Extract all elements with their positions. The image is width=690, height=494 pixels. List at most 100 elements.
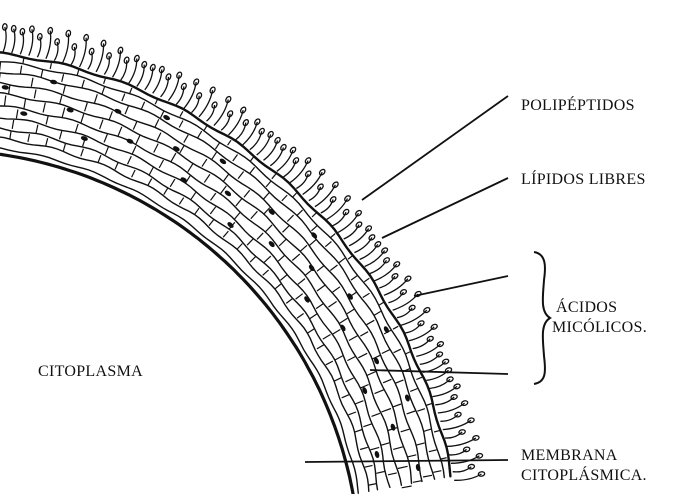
wall-cell-divider: [393, 404, 401, 407]
wall-cell-divider: [198, 131, 202, 138]
wall-cell-divider: [157, 133, 161, 141]
wall-cell-divider: [62, 74, 64, 82]
wall-cell-divider: [342, 395, 349, 398]
wall-cell-divider: [379, 302, 384, 305]
wall-cell-divider: [287, 215, 293, 221]
surface-fiber-tip: [280, 144, 287, 152]
wall-cell-divider: [335, 356, 343, 360]
wall-cell-divider: [272, 174, 276, 179]
wall-cell-divider: [130, 88, 132, 94]
wall-cell-divider: [24, 99, 26, 109]
wall-cell-divider: [360, 332, 368, 336]
wall-granule: [311, 232, 317, 239]
wall-cell-divider: [293, 193, 297, 197]
wall-cell-divider: [247, 239, 253, 246]
wall-cell-divider: [223, 174, 228, 181]
wall-cell-divider: [132, 146, 136, 154]
wall-cell-divider: [395, 380, 403, 383]
surface-fiber: [277, 150, 293, 171]
wall-cell-divider: [300, 245, 307, 251]
wall-layer-line: [0, 90, 412, 483]
wall-cell-divider: [367, 371, 376, 375]
surface-fiber-tip: [472, 435, 479, 441]
surface-fiber: [409, 327, 434, 341]
wall-cell-divider: [360, 447, 368, 449]
wall-cell-divider: [275, 284, 281, 289]
wall-cell-divider: [184, 135, 188, 143]
surface-fiber-tip: [476, 453, 483, 459]
wall-cell-divider: [424, 429, 432, 431]
wall-cell-divider: [330, 265, 337, 271]
wall-cell-divider: [180, 145, 185, 153]
surface-fiber-tip: [463, 447, 470, 453]
surface-fiber: [46, 31, 51, 59]
wall-cell-divider: [298, 279, 305, 285]
surface-fiber: [384, 279, 408, 296]
surface-fiber-tip: [355, 221, 363, 228]
wall-cell-divider: [402, 486, 412, 488]
wall-cell-divider: [333, 287, 340, 292]
wall-cell-divider: [5, 96, 6, 106]
wall-cell-divider: [20, 66, 21, 74]
wall-cell-divider: [372, 413, 380, 416]
wall-cell-divider: [41, 69, 43, 77]
surface-fiber-tip: [430, 323, 438, 330]
wall-cell-divider: [210, 207, 215, 214]
wall-cell-divider: [62, 108, 65, 118]
surface-fiber-tip: [304, 170, 312, 178]
wall-cell-divider: [85, 103, 88, 112]
pointer-line-membrana: [305, 460, 508, 462]
wall-granule: [309, 265, 315, 272]
surface-fiber-tip: [423, 307, 431, 314]
wall-cell-divider: [250, 167, 255, 173]
wall-cell-divider: [236, 198, 242, 206]
wall-cell-divider: [136, 135, 140, 144]
wall-cell-divider: [417, 409, 425, 412]
wall-cell-divider: [265, 225, 272, 232]
surface-fiber-tip: [408, 304, 416, 311]
wall-cell-divider: [371, 447, 380, 449]
surface-fiber: [113, 50, 121, 77]
wall-cell-divider: [416, 443, 425, 445]
acidos-micolicos-brace: [534, 252, 550, 384]
surface-fiber-tip: [355, 209, 363, 216]
wall-cell-divider: [375, 390, 384, 394]
surface-fiber-tip: [454, 412, 461, 418]
wall-cell-divider: [316, 304, 323, 309]
wall-cell-divider: [279, 239, 286, 246]
wall-granule: [225, 190, 232, 196]
wall-cell-divider: [155, 99, 158, 104]
wall-cell-divider: [105, 146, 108, 154]
membrane-line: [0, 150, 353, 494]
wall-cell-divider: [132, 170, 136, 177]
wall-cell-divider: [133, 121, 137, 129]
wall-cell-divider: [323, 335, 331, 340]
wall-cell-divider: [363, 424, 372, 427]
wall-cell-divider: [317, 345, 324, 349]
wall-cell-divider: [339, 258, 345, 263]
surface-fiber-tip: [400, 289, 408, 296]
wall-cell-divider: [251, 211, 258, 218]
wall-cell-divider: [382, 409, 392, 412]
wall-cell-divider: [238, 172, 244, 179]
wall-cell-divider: [233, 155, 238, 162]
label-lipidos-libres: LÍPIDOS LIBRES: [521, 170, 646, 189]
wall-cell-divider: [333, 330, 341, 335]
wall-cell-divider: [376, 471, 385, 473]
wall-cell-divider: [365, 465, 373, 467]
wall-cell-divider: [286, 299, 292, 304]
wall-cell-divider: [159, 160, 163, 168]
wall-cell-divider: [408, 455, 417, 457]
surface-fiber-tip: [332, 181, 340, 189]
wall-cell-divider: [355, 430, 363, 433]
wall-cell-divider: [358, 353, 367, 358]
wall-cell-divider: [244, 190, 250, 197]
surface-fiber-tip: [453, 383, 460, 389]
surface-fiber: [63, 34, 69, 63]
wall-cell-divider: [339, 318, 348, 323]
wall-cell-divider: [128, 156, 132, 164]
wall-cell-divider: [98, 155, 101, 163]
wall-cell-divider: [43, 103, 45, 113]
wall-cell-divider: [345, 378, 353, 382]
